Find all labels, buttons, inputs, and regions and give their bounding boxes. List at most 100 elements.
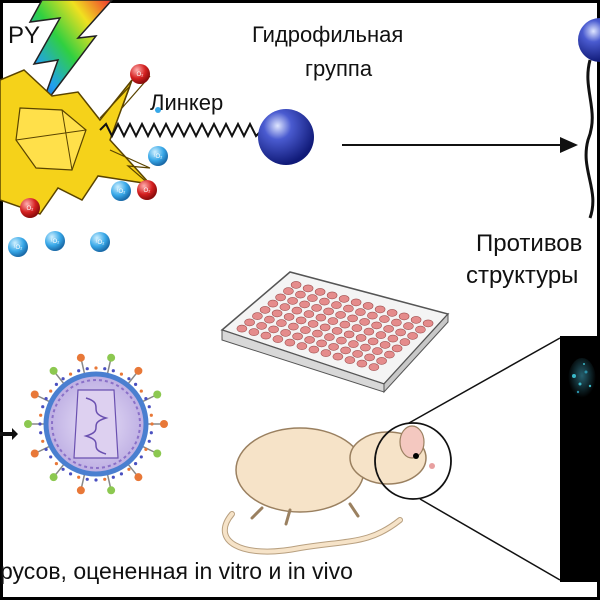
well [319, 323, 331, 332]
virus-surface-dot [147, 439, 151, 443]
well [387, 334, 399, 343]
well [343, 304, 354, 313]
singlet-o2-label: ¹O₂ [154, 154, 164, 160]
well [288, 322, 299, 331]
virus-particle-icon [24, 353, 168, 495]
well [276, 319, 287, 327]
linker-label: Линкер [150, 90, 224, 115]
microscopy-panel-icon [560, 336, 600, 582]
well [375, 331, 387, 339]
well [319, 297, 330, 306]
well [295, 290, 306, 299]
well [292, 332, 303, 341]
small-arrow-icon [0, 428, 18, 440]
virus-surface-dot [119, 372, 124, 376]
well [335, 311, 346, 319]
well [336, 336, 347, 345]
virus-surface-dot [39, 413, 43, 417]
virus-surface-dot [77, 369, 81, 373]
virus-spike-tip [107, 353, 116, 362]
antiviral-label-line1: Противов [476, 230, 583, 257]
well [379, 341, 391, 349]
well [328, 343, 339, 351]
photosensitizer-core-icon [0, 69, 157, 215]
well [407, 332, 418, 340]
singlet-o2-label: ¹O₂ [51, 239, 61, 245]
well [403, 322, 414, 330]
well [355, 334, 367, 342]
frame-top [0, 0, 600, 3]
well [296, 342, 308, 350]
well [344, 356, 356, 364]
well [338, 295, 350, 303]
well [303, 310, 315, 318]
well [275, 293, 286, 302]
well [359, 318, 370, 326]
virus-spike-tip [76, 353, 85, 362]
virus-surface-dot [41, 439, 45, 443]
well [323, 307, 334, 316]
antiviral-structure-icon [578, 18, 600, 219]
virus-surface-dot [139, 389, 143, 393]
virus-spike-tip [134, 366, 143, 375]
well [332, 352, 344, 361]
well [410, 316, 422, 324]
well [291, 306, 303, 315]
well [356, 359, 368, 368]
well [311, 304, 322, 312]
mouse-icon [221, 425, 435, 555]
virus-spike-tip [30, 449, 39, 458]
frame-left [0, 0, 3, 600]
well [360, 343, 371, 352]
virus-surface-dot [39, 431, 43, 435]
well [367, 337, 379, 346]
virus-spike-tip [49, 366, 58, 375]
well [267, 299, 279, 308]
hydrophilic-sphere-icon [258, 109, 314, 165]
well [315, 313, 327, 322]
well [422, 319, 434, 328]
well [391, 318, 402, 327]
virus-spike-tip [76, 486, 85, 495]
well [260, 331, 272, 340]
well [307, 294, 318, 302]
virus-surface-dot [127, 377, 131, 381]
well [324, 333, 335, 341]
well [308, 345, 320, 354]
frame-right [597, 0, 600, 600]
well [316, 339, 327, 348]
virus-surface-dot [54, 382, 59, 387]
well [355, 308, 366, 316]
well [252, 312, 263, 320]
well [368, 363, 380, 371]
well [399, 338, 411, 346]
well [287, 297, 298, 305]
caption-label: русов, оцененная in vitro и in vivo [0, 558, 353, 584]
well [314, 288, 326, 296]
virus-surface-dot [149, 413, 153, 417]
well [374, 305, 386, 314]
well [352, 350, 363, 358]
top-left-fragment-label: PY [8, 22, 41, 49]
well [307, 320, 319, 328]
virus-surface-dot [44, 396, 48, 401]
virus-surface-dot [111, 369, 115, 373]
hydrophilic-label-line1: Гидрофильная [252, 22, 404, 47]
well [302, 284, 314, 293]
well [367, 311, 378, 320]
process-arrow [342, 137, 578, 153]
virus-spike-tip [153, 390, 162, 399]
singlet-o2-label: ¹O₂ [117, 189, 127, 195]
magnifier-circle-icon [374, 422, 452, 500]
triplet-oxygen-group [20, 64, 157, 218]
virus-surface-dot [147, 405, 151, 409]
well [348, 340, 359, 348]
well [280, 329, 291, 337]
singlet-oxygen-group [8, 107, 168, 257]
well [295, 316, 307, 325]
virus-surface-dot [41, 405, 45, 409]
well [376, 357, 387, 365]
well [339, 320, 351, 329]
virus-surface-dot [103, 477, 107, 481]
